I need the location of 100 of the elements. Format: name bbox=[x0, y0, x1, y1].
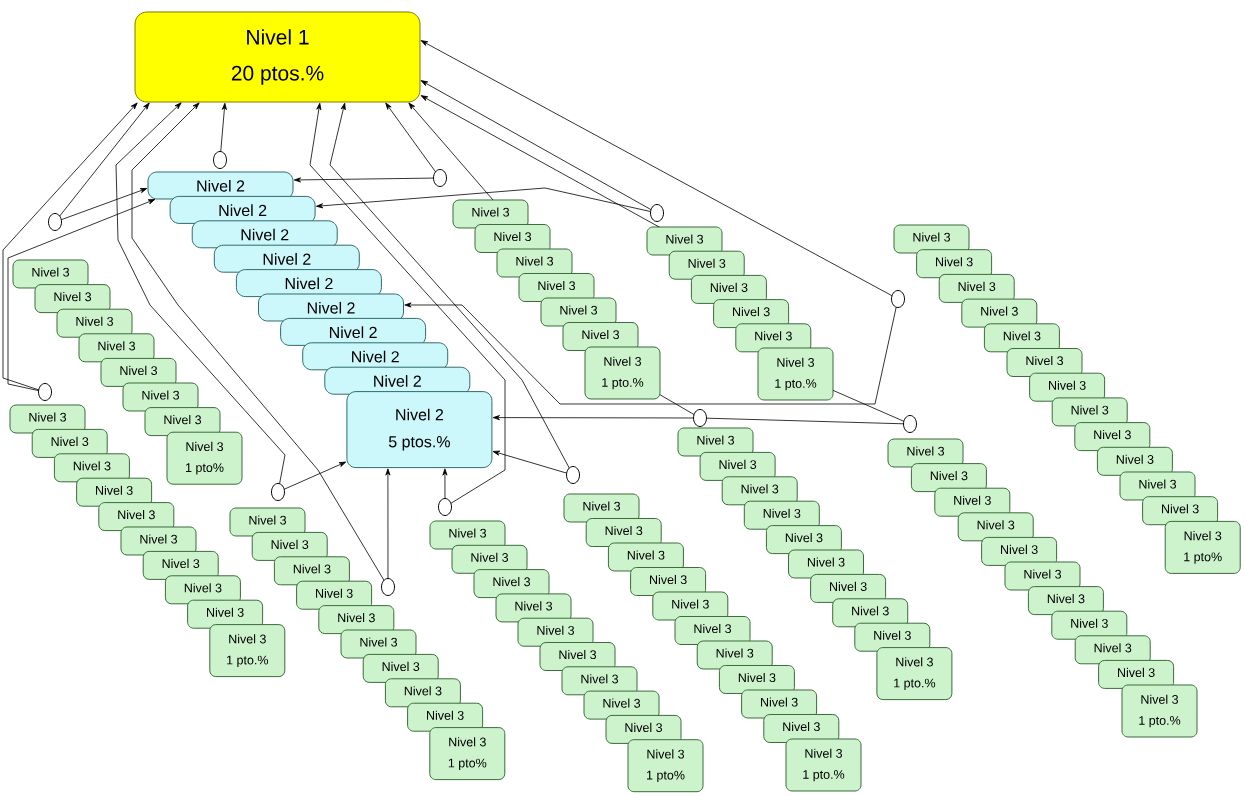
level-three-box: Nivel 3 bbox=[384, 678, 461, 708]
arrow bbox=[385, 468, 391, 579]
level-three-box: Nivel 3 bbox=[741, 689, 818, 719]
arrow bbox=[442, 468, 448, 499]
level-three-box: Nivel 3 bbox=[122, 382, 199, 412]
level-three-box: Nivel 3 bbox=[1004, 561, 1081, 591]
level-three-box: Nivel 3 bbox=[674, 616, 751, 645]
top-level-box: Nivel 1 20 ptos.% bbox=[134, 11, 421, 103]
arrow bbox=[408, 102, 494, 201]
arrow bbox=[385, 102, 436, 173]
level-three-box: Nivel 3 bbox=[120, 526, 197, 556]
level-three-box: Nivel 3 bbox=[539, 642, 616, 671]
level-three-box: Nivel 3 bbox=[1074, 422, 1151, 452]
connector-line bbox=[706, 417, 904, 425]
level-three-box: Nivel 3 bbox=[251, 531, 328, 561]
level-three-box: Nivel 3 bbox=[788, 549, 864, 579]
level-three-box: Nivel 3 bbox=[735, 323, 812, 353]
arrow bbox=[115, 102, 286, 485]
level-three-box: Nivel 3 bbox=[854, 622, 931, 652]
junction-circle bbox=[903, 415, 917, 433]
level-three-box: Nivel 3 bbox=[362, 653, 439, 683]
arrow bbox=[293, 177, 434, 183]
level-three-box: Nivel 3 bbox=[605, 714, 682, 744]
junction-circle bbox=[891, 290, 905, 308]
connector-line bbox=[832, 389, 905, 422]
junction-circle bbox=[693, 409, 707, 427]
level-two-box: Nivel 2 5 ptos.% bbox=[346, 391, 493, 469]
arrow bbox=[420, 80, 652, 211]
level-three-box: Nivel 3 bbox=[452, 199, 529, 229]
arrow bbox=[492, 415, 694, 421]
level-three-box: Nivel 3 bbox=[1142, 496, 1219, 526]
level-three-box: Nivel 3 bbox=[1029, 372, 1106, 402]
level-three-box: Nivel 3 bbox=[76, 477, 153, 507]
level-three-box: Nivel 3 bbox=[56, 308, 133, 338]
level-three-box: Nivel 3 1 pto% bbox=[166, 431, 243, 485]
level-three-box: Nivel 3 1 pto% bbox=[627, 739, 704, 793]
level-three-box: Nivel 3 bbox=[938, 273, 1015, 303]
level-three-box: Nivel 3 1 pto% bbox=[429, 727, 506, 781]
level-three-box: Nivel 3 bbox=[518, 273, 595, 302]
level-three-box: Nivel 3 bbox=[607, 542, 684, 572]
level-three-box: Nivel 3 1 pto.% bbox=[876, 647, 953, 701]
junction-circle bbox=[213, 151, 227, 169]
junction-circle bbox=[438, 498, 452, 516]
junction-circle bbox=[650, 204, 664, 222]
arrow bbox=[492, 450, 568, 474]
level-three-box: Nivel 3 bbox=[9, 404, 86, 434]
junction-circle bbox=[566, 466, 580, 484]
level-three-box: Nivel 3 bbox=[677, 427, 754, 457]
level-three-box: Nivel 3 bbox=[583, 690, 660, 720]
level-three-box: Nivel 3 bbox=[144, 407, 221, 437]
level-three-box: Nivel 3 bbox=[273, 556, 350, 586]
level-three-box: Nivel 3 bbox=[98, 502, 175, 532]
level-three-box: Nivel 3 bbox=[474, 224, 551, 253]
level-three-box: Nivel 3 bbox=[765, 525, 842, 555]
level-three-box: Nivel 3 1 pto.% bbox=[757, 347, 834, 401]
level-three-box: Nivel 3 bbox=[1051, 610, 1128, 640]
level-three-box: Nivel 3 bbox=[187, 599, 264, 629]
level-three-box: Nivel 3 bbox=[646, 226, 723, 256]
level-three-box: Nivel 3 bbox=[699, 451, 776, 481]
junction-circle bbox=[48, 213, 62, 231]
level-three-box: Nivel 3 bbox=[429, 520, 506, 550]
level-three-box: Nivel 3 bbox=[713, 299, 790, 329]
level-three-box: Nivel 3 bbox=[961, 298, 1038, 328]
level-three-box: Nivel 3 bbox=[810, 573, 887, 603]
level-three-box: Nivel 3 bbox=[340, 629, 417, 659]
level-three-box: Nivel 3 bbox=[1051, 397, 1128, 427]
level-three-box: Nivel 3 bbox=[561, 666, 638, 696]
level-three-box: Nivel 3 bbox=[318, 605, 395, 635]
level-three-box: Nivel 3 bbox=[981, 536, 1058, 566]
level-three-box: Nivel 3 bbox=[53, 453, 130, 483]
level-three-box: Nivel 3 bbox=[934, 487, 1011, 517]
arrow bbox=[131, 102, 385, 581]
level-three-box: Nivel 3 bbox=[562, 322, 639, 351]
level-three-box: Nivel 3 bbox=[763, 714, 840, 743]
level-three-box: Nivel 3 bbox=[540, 297, 617, 327]
level-three-box: Nivel 3 bbox=[1027, 586, 1104, 616]
level-three-box: Nivel 3 bbox=[718, 665, 795, 694]
level-three-box: Nivel 3 bbox=[1006, 348, 1083, 377]
level-three-box: Nivel 3 bbox=[668, 250, 745, 280]
arrow bbox=[60, 188, 148, 221]
junction-circle bbox=[381, 578, 395, 596]
level-three-box: Nivel 3 bbox=[690, 274, 767, 304]
level-three-box: Nivel 3 1 pto.% bbox=[785, 738, 862, 792]
arrow bbox=[420, 95, 660, 228]
level-three-box: Nivel 3 1 pto.% bbox=[584, 346, 661, 400]
level-three-box: Nivel 3 bbox=[473, 569, 550, 599]
level-three-box: Nivel 3 bbox=[957, 512, 1034, 542]
level-three-box: Nivel 3 bbox=[229, 507, 306, 537]
level-three-box: Nivel 3 bbox=[563, 493, 640, 523]
level-three-box: Nivel 3 bbox=[12, 259, 89, 289]
arrow bbox=[309, 102, 506, 504]
level-three-box: Nivel 3 bbox=[1119, 471, 1196, 501]
level-three-box: Nivel 3 bbox=[585, 518, 662, 547]
level-three-box: Nivel 3 bbox=[517, 617, 594, 647]
arrow bbox=[420, 40, 893, 297]
level-three-box: Nivel 3 1 pto.% bbox=[209, 624, 286, 678]
level-two-box: Nivel 2 bbox=[302, 342, 449, 371]
level-three-box: Nivel 3 bbox=[100, 357, 177, 387]
level-three-box: Nivel 3 bbox=[910, 463, 987, 493]
arrow bbox=[2, 102, 138, 391]
